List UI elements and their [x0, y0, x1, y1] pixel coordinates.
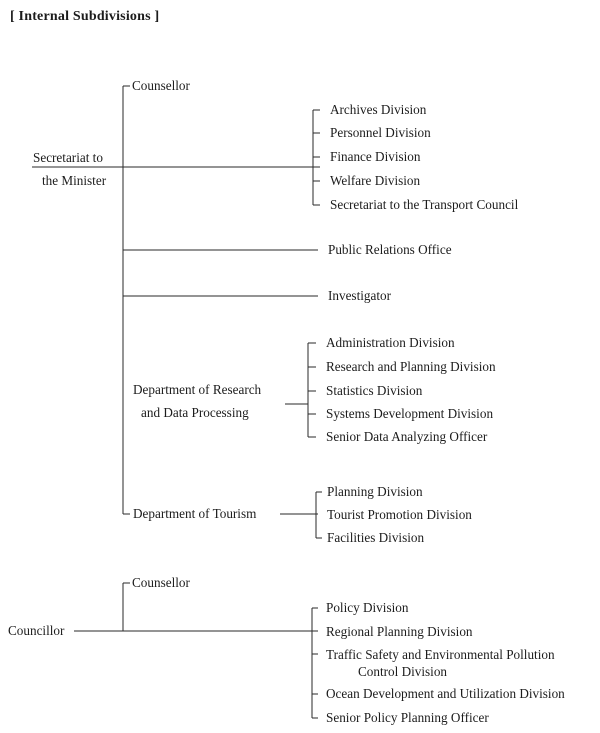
division-label: Control Division [358, 664, 448, 679]
division-label: Planning Division [327, 484, 423, 499]
office-label: Investigator [328, 288, 391, 303]
department-label: Department of Tourism [133, 506, 257, 521]
secretariat-label: the Minister [42, 173, 107, 188]
division-label: Traffic Safety and Environmental Polluti… [326, 647, 555, 662]
division-label: Ocean Development and Utilization Divisi… [326, 686, 565, 701]
division-label: Regional Planning Division [326, 624, 473, 639]
division-label: Systems Development Division [326, 406, 494, 421]
division-label: Administration Division [326, 335, 455, 350]
secretariat-label: Secretariat to [33, 150, 105, 166]
division-label: Secretariat to the Transport Council [330, 197, 519, 212]
department-label: Department of Research [133, 382, 262, 397]
division-label: Statistics Division [326, 383, 423, 398]
office-label: Public Relations Office [328, 242, 452, 257]
page-title: [ Internal Subdivisions ] [10, 9, 160, 24]
division-label: Tourist Promotion Division [327, 507, 472, 522]
division-label: Finance Division [330, 149, 421, 164]
division-label: Senior Data Analyzing Officer [326, 429, 488, 444]
division-label: Research and Planning Division [326, 359, 496, 374]
division-label: Facilities Division [327, 530, 425, 545]
division-label: Welfare Division [330, 173, 421, 188]
division-label: Archives Division [330, 102, 427, 117]
counsellor-label: Counsellor [132, 78, 190, 93]
counsellor-label: Counsellor [132, 575, 190, 590]
department-label: and Data Processing [141, 405, 249, 420]
councillor-label: Councillor [8, 623, 65, 638]
division-label: Policy Division [326, 600, 409, 615]
division-label: Personnel Division [330, 125, 431, 140]
division-label: Senior Policy Planning Officer [326, 710, 489, 725]
